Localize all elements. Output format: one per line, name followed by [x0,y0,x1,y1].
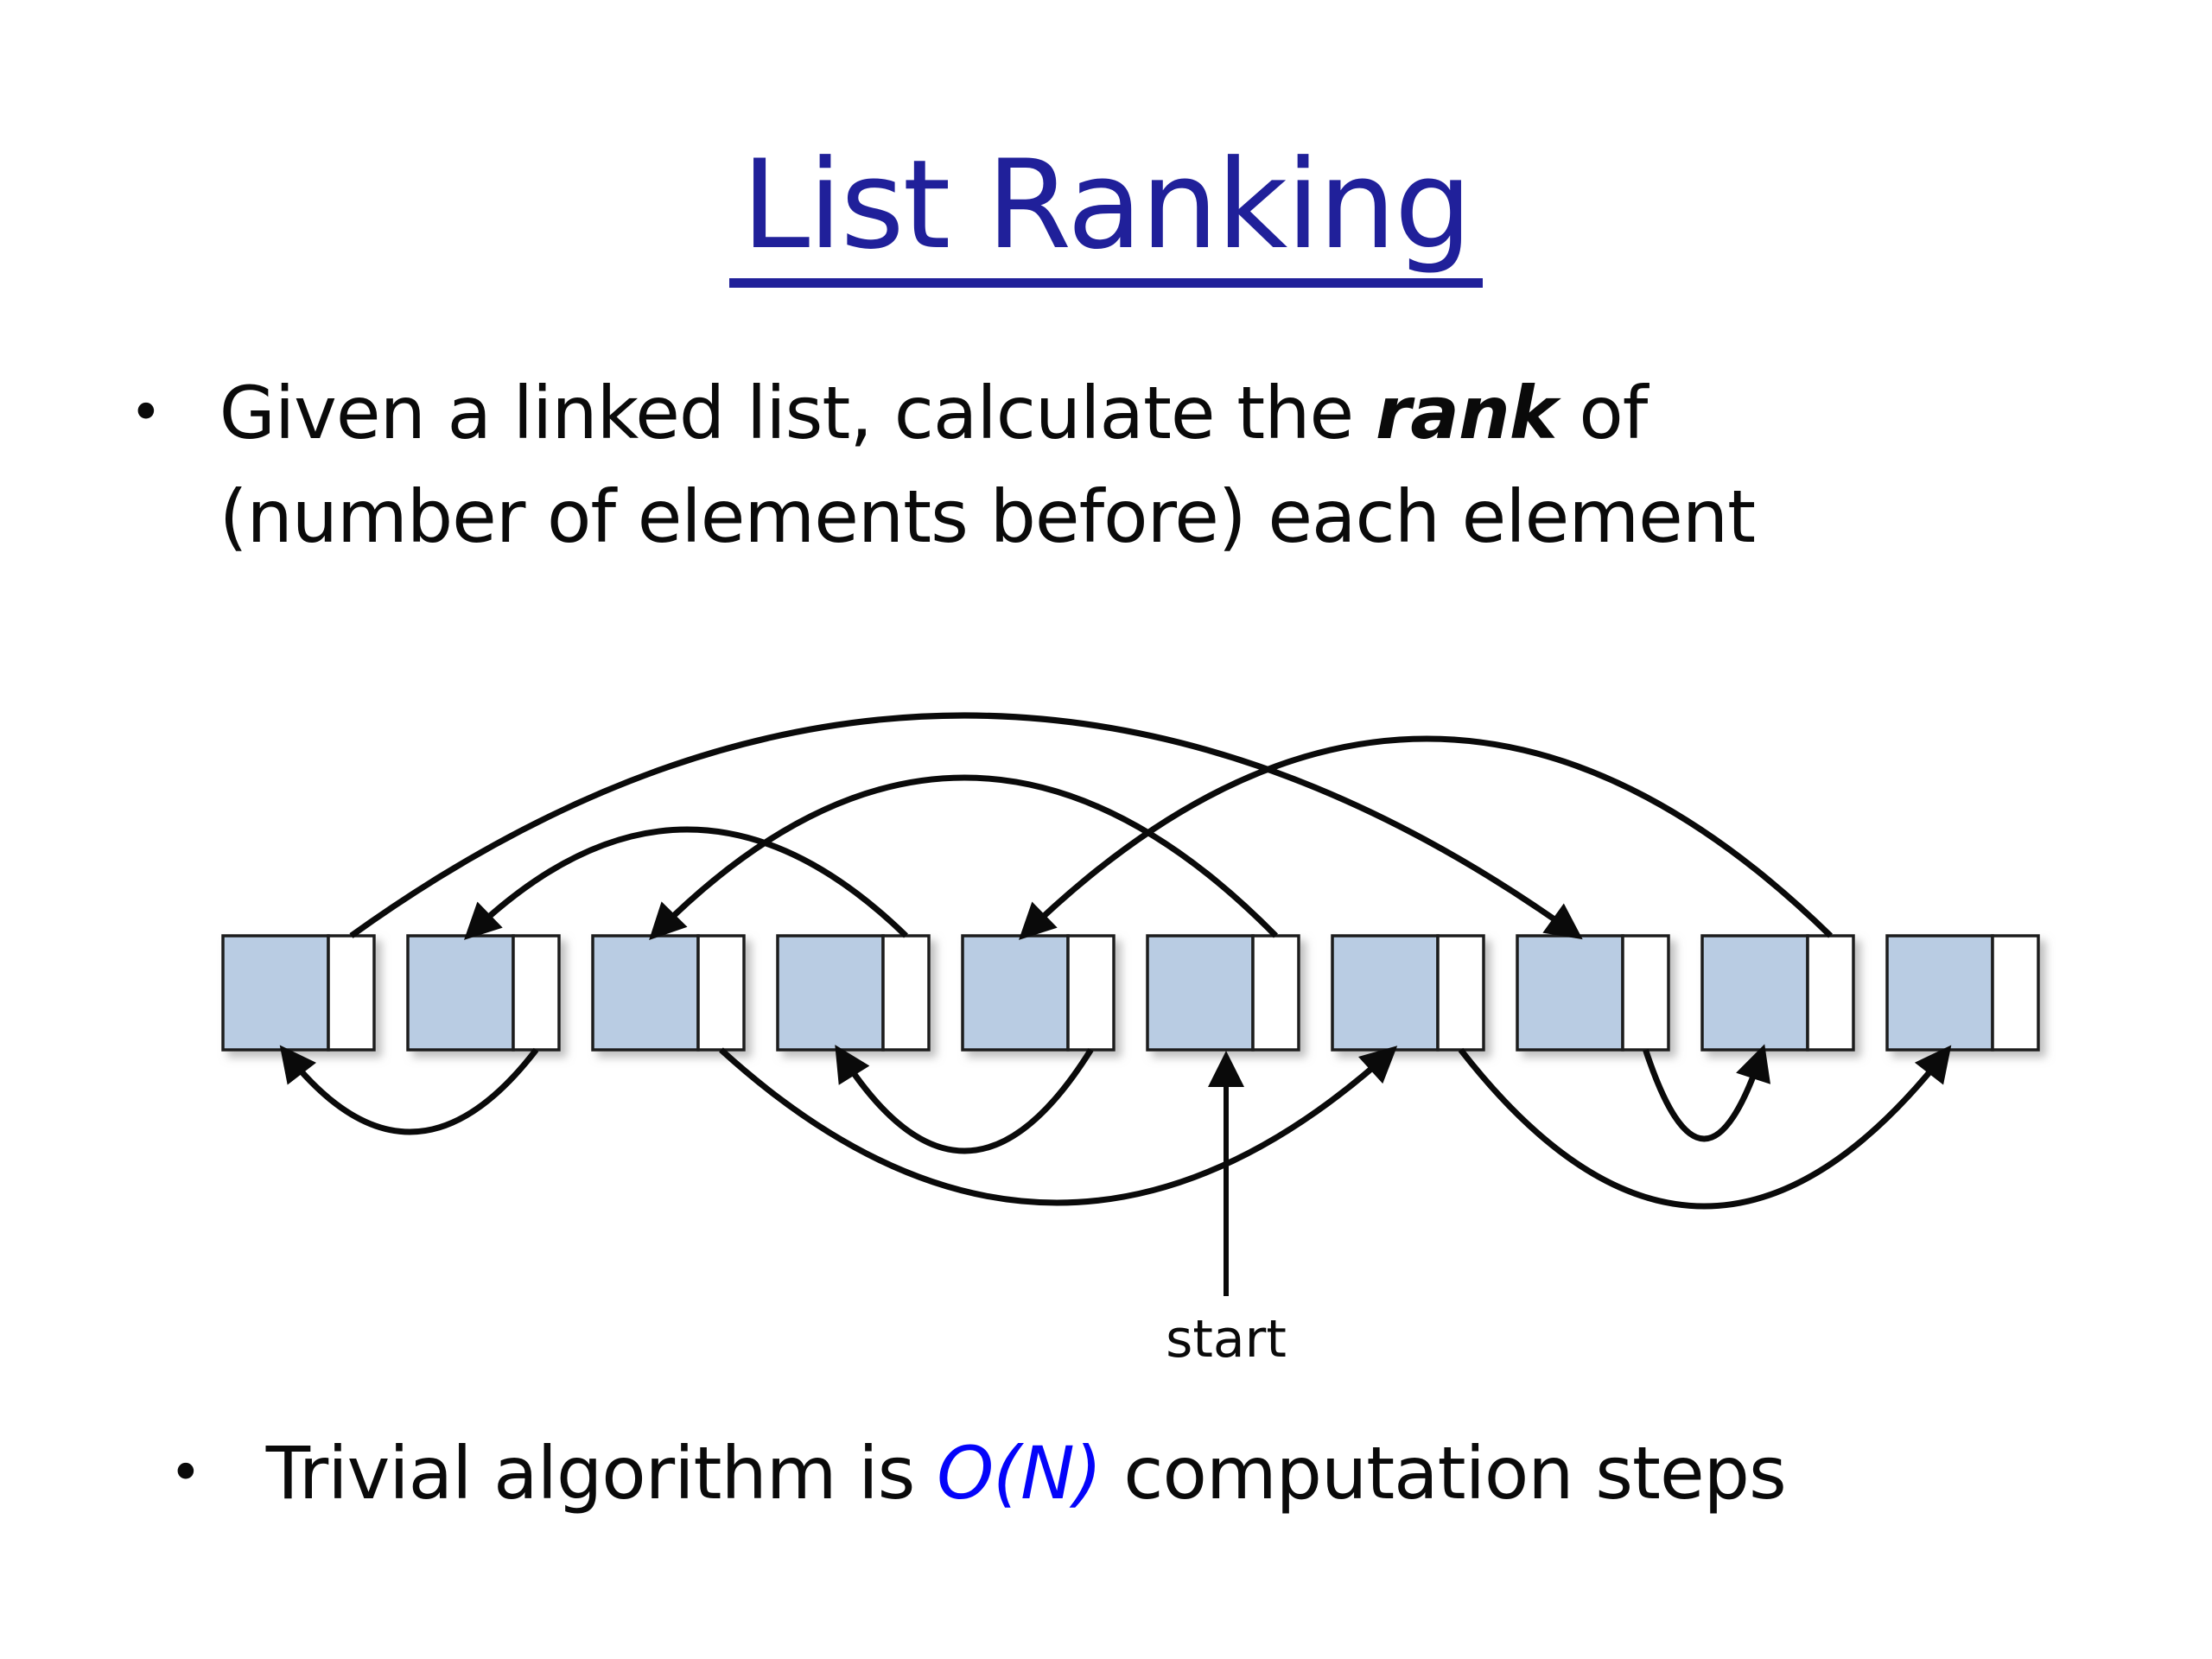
bullet1-text: Given a linked list, calculate the rank … [219,361,1756,569]
bullet2-pre: Trivial algorithm is [265,1431,938,1516]
next-pointer-arrow [463,826,908,940]
node-pointer-field [1621,934,1670,1052]
list-node [1331,934,1485,1052]
title-wrap: List Ranking [0,137,2212,289]
node-pointer-field [1991,934,2040,1052]
node-pointer-field [327,934,376,1052]
slide-title: List Ranking [729,137,1483,289]
bullet-given-linked-list: • Given a linked list, calculate the ran… [130,361,2117,569]
node-data-field [961,934,1070,1052]
node-data-field [1146,934,1255,1052]
bullet2-post: computation steps [1101,1431,1786,1516]
linked-list-diagram: start [0,657,2212,1434]
next-pointer-arrow [835,1045,1094,1154]
node-data-field [406,934,515,1052]
start-label: start [1166,1309,1287,1370]
node-data-field [1516,934,1624,1052]
next-pointer-arrow [1018,735,1833,940]
list-node [1700,934,1855,1052]
node-pointer-field [1066,934,1116,1052]
bullet1-rank-emphasis: rank [1375,371,1558,455]
node-data-field [221,934,330,1052]
node-pointer-field [512,934,561,1052]
bullet-trivial-algorithm: • Trivial algorithm is O(N) computation … [169,1421,2157,1525]
list-node [961,934,1116,1052]
next-pointer-arrow [649,774,1278,940]
node-data-field [1885,934,1994,1052]
list-node [776,934,931,1052]
node-data-field [591,934,700,1052]
next-pointer-arrow [1643,1044,1771,1142]
bullet1-line2: (number of elements before) each element [219,474,1756,559]
node-pointer-field [1436,934,1485,1052]
next-pointer-arrow [1458,1045,1952,1210]
nodes-layer [221,934,2040,1052]
next-pointer-arrow [279,1045,539,1135]
bullet2-complexity: O(N) [937,1431,1102,1516]
node-data-field [1331,934,1440,1052]
node-pointer-field [1806,934,1855,1052]
list-node [591,934,746,1052]
list-node [1516,934,1670,1052]
links-layer [279,712,1952,1210]
bullet1-post: of [1556,371,1648,455]
list-node [1885,934,2040,1052]
bullet1-pre: Given a linked list, calculate the [219,371,1376,455]
bullet-dot: • [130,381,162,445]
node-data-field [1700,934,1809,1052]
list-node [406,934,561,1052]
next-pointer-arrow [719,1046,1398,1206]
list-node [1146,934,1300,1052]
bullet2-text: Trivial algorithm is O(N) computation st… [265,1421,1787,1525]
node-pointer-field [1251,934,1300,1052]
next-pointer-arrow [349,712,1583,940]
list-node [221,934,376,1052]
node-data-field [776,934,885,1052]
bullet-dot: • [169,1441,202,1505]
node-pointer-field [696,934,746,1052]
start-pointer-group: start [1166,1051,1287,1370]
node-pointer-field [881,934,931,1052]
